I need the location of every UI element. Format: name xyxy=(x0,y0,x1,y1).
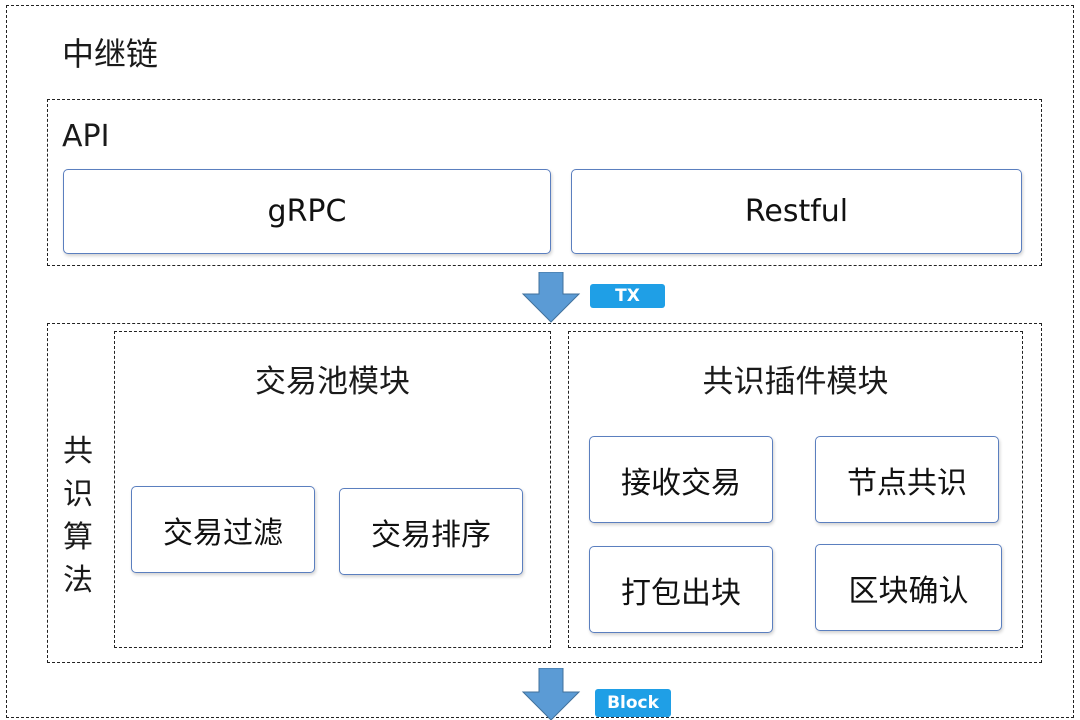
grpc-box: gRPC xyxy=(63,169,551,254)
down-arrow-icon xyxy=(521,668,581,720)
side-char: 算 xyxy=(63,520,93,555)
consensus-side-label: 共 识 算 法 xyxy=(60,430,96,602)
side-char: 共 xyxy=(63,434,93,469)
relay-chain-container xyxy=(6,5,1074,718)
side-char: 识 xyxy=(63,477,93,512)
consensus-group xyxy=(47,323,1042,663)
consensus-plugin-title: 共识插件模块 xyxy=(702,364,889,400)
down-arrow-icon xyxy=(521,272,581,323)
restful-box: Restful xyxy=(571,169,1022,254)
block-tag: Block xyxy=(595,689,671,717)
tx-pool-module xyxy=(114,331,551,648)
tx-filter-box: 交易过滤 xyxy=(131,486,315,573)
api-group xyxy=(47,99,1042,266)
relay-chain-title: 中继链 xyxy=(62,35,159,73)
receive-tx-box: 接收交易 xyxy=(589,436,773,523)
tx-tag: TX xyxy=(590,284,665,308)
side-char: 法 xyxy=(63,563,93,598)
pack-block-box: 打包出块 xyxy=(589,546,773,633)
api-title: API xyxy=(62,119,110,154)
block-confirm-box: 区块确认 xyxy=(815,544,1002,631)
consensus-plugin-module xyxy=(568,331,1023,648)
tx-sort-box: 交易排序 xyxy=(339,488,523,575)
tx-pool-title: 交易池模块 xyxy=(255,364,410,400)
node-consensus-box: 节点共识 xyxy=(815,436,999,523)
